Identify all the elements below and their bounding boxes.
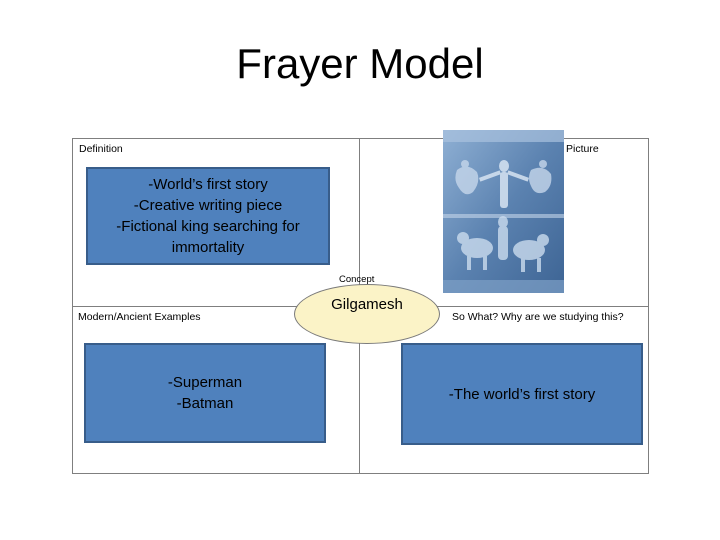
definition-label: Definition — [79, 143, 123, 155]
cylinder-seal-relief-icon — [443, 130, 564, 293]
concept-word: Gilgamesh — [331, 296, 403, 313]
examples-box: -Superman -Batman — [84, 343, 326, 443]
concept-label: Concept — [339, 274, 375, 285]
examples-label: Modern/Ancient Examples — [78, 311, 201, 323]
definition-box: -World’s first story -Creative writing p… — [86, 167, 330, 265]
slide-title: Frayer Model — [236, 40, 484, 87]
cylinder-seal-image — [443, 130, 564, 293]
concept-oval — [294, 284, 440, 344]
picture-label: Picture — [566, 143, 599, 155]
so-what-box: -The world’s first story — [401, 343, 643, 445]
so-what-label: So What? Why are we studying this? — [452, 311, 624, 323]
